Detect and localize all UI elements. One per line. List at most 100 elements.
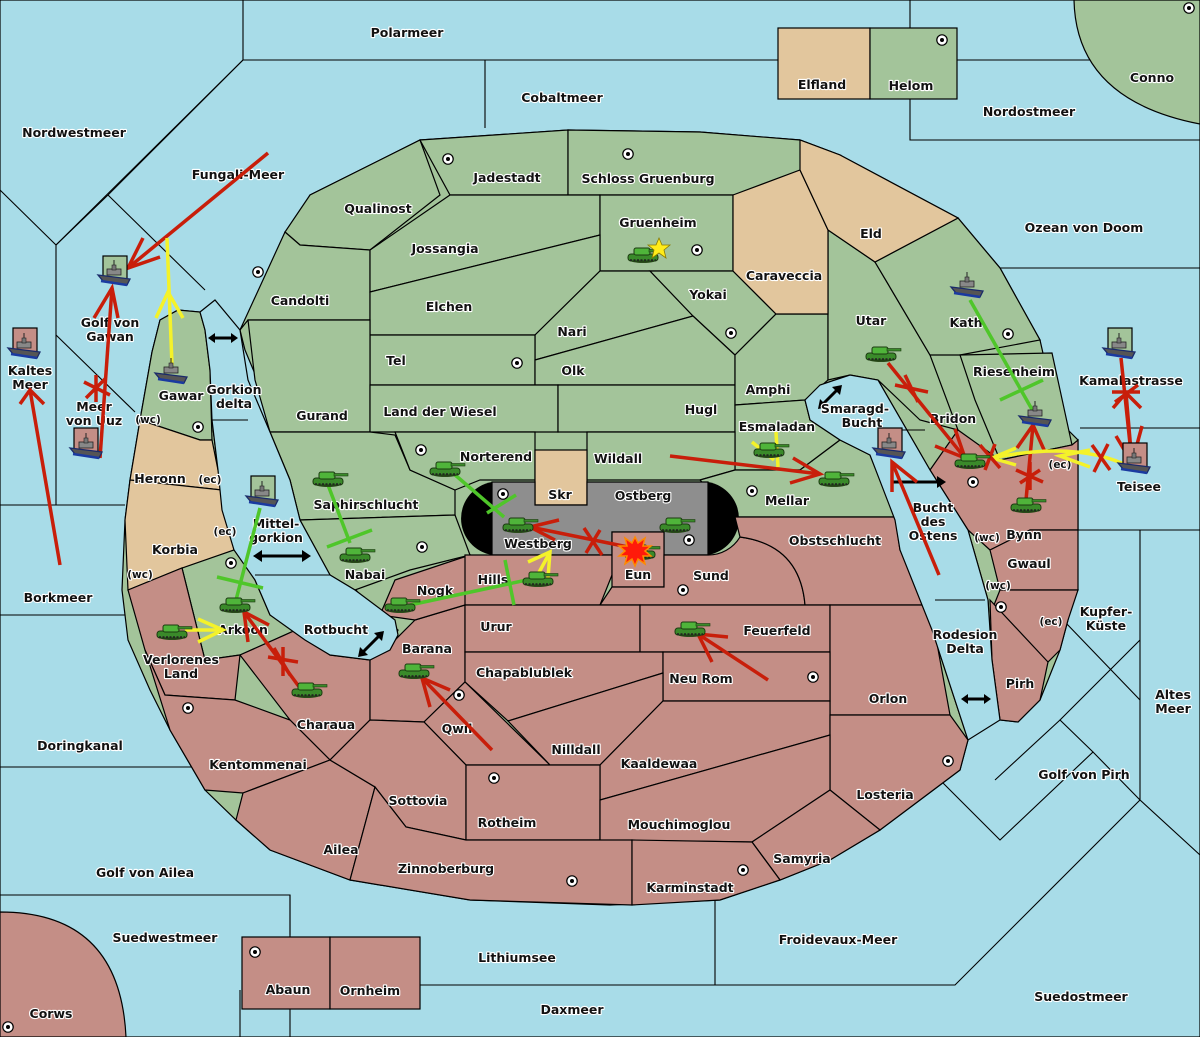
label-feuerfeld: Feuerfeld xyxy=(743,623,810,638)
coast-tag-wc: (wc) xyxy=(127,569,153,581)
label-ailea: Ailea xyxy=(323,842,358,857)
region-labels: Polarmeer Cobaltmeer Elfland Helom Conno… xyxy=(7,24,1193,1022)
label-mittelgorkion-2: gorkion xyxy=(249,530,303,545)
coast-tag-ec: (ec) xyxy=(1049,459,1072,471)
double-arrow-icon xyxy=(208,333,238,343)
label-eld: Eld xyxy=(860,226,882,241)
label-lithiumsee: Lithiumsee xyxy=(478,950,556,965)
supply-center-icon xyxy=(416,541,428,553)
label-doringkanal: Doringkanal xyxy=(37,738,123,753)
supply-center-icon xyxy=(182,702,194,714)
label-urur: Urur xyxy=(480,619,512,634)
label-altes-meer-2: Meer xyxy=(1155,701,1191,716)
supply-center-icon xyxy=(192,421,204,433)
supply-center-icon xyxy=(942,755,954,767)
label-kamalastrasse: Kamalastrasse xyxy=(1079,373,1183,388)
supply-center-icon xyxy=(807,671,819,683)
label-suedostmeer: Suedostmeer xyxy=(1034,989,1128,1004)
label-esmaladan: Esmaladan xyxy=(739,419,815,434)
supply-center-icon xyxy=(725,327,737,339)
sea-smaragd-ostens-rodesion[interactable] xyxy=(804,374,1001,741)
label-eun: Eun xyxy=(625,567,651,582)
supply-center-icon xyxy=(737,864,749,876)
territory-karminstadt[interactable] xyxy=(631,839,781,906)
label-bridon: Bridon xyxy=(930,411,976,426)
label-borkmeer: Borkmeer xyxy=(24,590,94,605)
label-riesenheim: Riesenheim xyxy=(973,364,1055,379)
coast-tag-ec: (ec) xyxy=(199,474,222,486)
territory-ornheim[interactable] xyxy=(329,936,421,1010)
red-x-icon xyxy=(1112,383,1140,404)
label-kupfer-kueste-1: Kupfer- xyxy=(1080,604,1133,619)
double-arrow-icon xyxy=(818,385,842,409)
label-cobaltmeer: Cobaltmeer xyxy=(521,90,603,105)
label-sottovia: Sottovia xyxy=(389,793,448,808)
coast-tag-ec: (ec) xyxy=(214,526,237,538)
move-order xyxy=(18,387,62,566)
territory-eld[interactable] xyxy=(799,139,960,263)
double-arrow-icon xyxy=(253,550,311,562)
label-kentommenai: Kentommenai xyxy=(209,757,307,772)
label-elchen: Elchen xyxy=(426,299,473,314)
territory-skr[interactable] xyxy=(534,449,588,506)
label-kupfer-kueste-2: Küste xyxy=(1086,618,1126,633)
label-hugl: Hugl xyxy=(685,402,718,417)
territory-conno[interactable] xyxy=(1073,0,1200,125)
label-gorkion-delta-2: delta xyxy=(216,396,252,411)
label-heronn: Heronn xyxy=(134,471,186,486)
territory-gruenheim[interactable] xyxy=(599,194,734,272)
move-order xyxy=(124,151,270,272)
label-korbia: Korbia xyxy=(152,542,198,557)
label-samyria: Samyria xyxy=(773,851,831,866)
label-teisee: Teisee xyxy=(1117,479,1161,494)
territory-corws[interactable] xyxy=(0,911,127,1037)
label-caraveccia: Caraveccia xyxy=(746,268,822,283)
label-rotheim: Rotheim xyxy=(478,815,537,830)
label-rodesion-delta-2: Delta xyxy=(946,641,984,656)
label-nordwestmeer: Nordwestmeer xyxy=(22,125,127,140)
supply-center-icon xyxy=(225,557,237,569)
star-icon xyxy=(646,236,672,259)
coast-tag-wc: (wc) xyxy=(985,580,1011,592)
territory-elfland[interactable] xyxy=(777,27,871,100)
territories xyxy=(124,129,1079,906)
territory-norterend[interactable] xyxy=(394,431,536,491)
supply-center-icon xyxy=(566,875,578,887)
territory-bynn[interactable] xyxy=(989,529,1079,591)
label-verlorenes-land-1: Verlorenes xyxy=(143,652,219,667)
red-x-icon xyxy=(1015,462,1044,490)
label-rotbucht: Rotbucht xyxy=(304,622,368,637)
convoy-order xyxy=(154,237,185,366)
label-suedwestmeer: Suedwestmeer xyxy=(113,930,219,945)
label-conno: Conno xyxy=(1130,70,1175,85)
red-x-icon xyxy=(582,527,604,556)
label-tel: Tel xyxy=(386,353,406,368)
supply-center-icon xyxy=(967,476,979,488)
label-charaua: Charaua xyxy=(297,717,355,732)
supply-center-icon xyxy=(1183,2,1195,14)
label-polarmeer: Polarmeer xyxy=(371,25,445,40)
label-mittelgorkion-1: Mittel- xyxy=(253,516,300,531)
supply-center-icon xyxy=(511,357,523,369)
label-yokai: Yokai xyxy=(688,287,727,302)
impassable-east-cap xyxy=(708,482,739,555)
canal-arrows xyxy=(208,333,991,704)
sea-gorkion-rotbucht[interactable] xyxy=(199,299,399,661)
supply-center-icon xyxy=(622,148,634,160)
label-norterend: Norterend xyxy=(460,449,532,464)
label-nogk: Nogk xyxy=(417,583,454,598)
label-mouchimoglou: Mouchimoglou xyxy=(628,817,731,832)
coast-tag-wc: (wc) xyxy=(135,414,161,426)
supply-center-icon xyxy=(442,153,454,165)
label-meer-von-uuz-2: von Uuz xyxy=(66,413,122,428)
convoy-order xyxy=(185,617,228,644)
red-x-icon xyxy=(267,647,299,676)
label-smaragd-bucht-1: Smaragd- xyxy=(821,401,889,416)
label-kaltes-meer-2: Meer xyxy=(12,377,48,392)
supply-center-icon xyxy=(995,601,1007,613)
label-nordostmeer: Nordostmeer xyxy=(983,104,1076,119)
supply-center-icon xyxy=(683,534,695,546)
label-orlon: Orlon xyxy=(869,691,908,706)
label-sund: Sund xyxy=(693,568,729,583)
